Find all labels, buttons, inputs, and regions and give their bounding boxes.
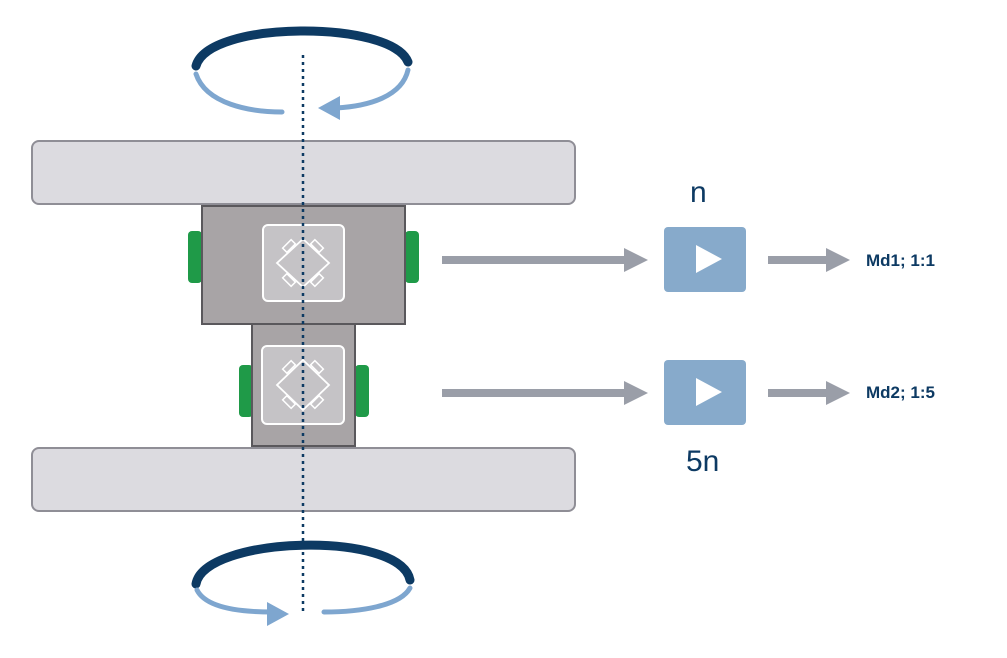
output-label-top: Md1; 1:1 (866, 251, 935, 270)
upper-connector-right (405, 231, 419, 283)
output-arrow-top (768, 248, 850, 272)
signal-arrow-top (442, 248, 648, 272)
bottom-plate (31, 447, 576, 512)
wheatstone-bridge-top-icon (262, 224, 345, 302)
output-arrow-bottom (768, 381, 850, 405)
lower-connector-right (355, 365, 369, 417)
amplifier-top-icon (664, 227, 746, 292)
rotation-arrow-top-icon (191, 26, 413, 120)
output-label-bottom: Md2; 1:5 (866, 383, 935, 402)
speed-label-top: n (690, 176, 707, 209)
speed-label-bottom: 5n (686, 445, 720, 478)
top-plate (31, 140, 576, 205)
upper-connector-left (188, 231, 202, 283)
rotation-arrow-bottom-icon (191, 540, 415, 626)
lower-connector-left (239, 365, 253, 417)
signal-arrow-bottom (442, 381, 648, 405)
amplifier-bottom-icon (664, 360, 746, 425)
